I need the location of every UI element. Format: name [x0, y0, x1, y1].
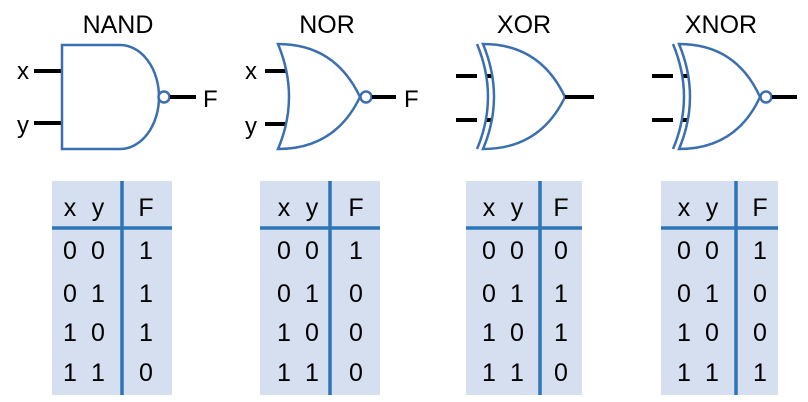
nand-gate: NAND x y F [17, 11, 218, 151]
table-cell: 1 [349, 237, 363, 265]
table-cell: 1 [705, 280, 719, 308]
table-header-x: x [483, 194, 496, 222]
xor-gate: XOR [456, 11, 594, 151]
xor-extra-input-curve [475, 43, 490, 150]
table-cell: 0 [510, 237, 524, 265]
xor-gate-body [481, 42, 567, 151]
table-cell: 1 [63, 359, 77, 387]
xor-title: XOR [497, 11, 551, 39]
table-cell: 1 [277, 359, 291, 387]
table-cell: 0 [139, 359, 153, 387]
table-cell: 1 [677, 319, 691, 347]
table-header-x: x [64, 194, 77, 222]
nor-truth-table: x y F 0 0 1 0 1 0 1 0 0 1 1 0 [260, 181, 380, 395]
truth-table-background [52, 181, 172, 395]
table-cell: 1 [482, 359, 496, 387]
table-cell: 0 [482, 237, 496, 265]
xnor-title: XNOR [685, 11, 757, 39]
nor-gate: NOR x y F [245, 11, 419, 151]
table-cell: 0 [677, 280, 691, 308]
table-cell: 0 [705, 319, 719, 347]
table-cell: 1 [554, 280, 568, 308]
xnor-gate: XNOR [652, 11, 797, 151]
table-cell: 1 [305, 359, 319, 387]
table-cell: 0 [753, 319, 767, 347]
nand-input-y-label: y [17, 112, 29, 139]
truth-table-background [260, 181, 380, 395]
table-cell: 0 [63, 237, 77, 265]
nor-input-x-label: x [245, 58, 257, 85]
table-cell: 0 [482, 280, 496, 308]
table-header-x: x [678, 194, 691, 222]
table-cell: 1 [91, 280, 105, 308]
table-cell: 1 [753, 359, 767, 387]
nand-title: NAND [83, 11, 154, 39]
nand-truth-table: x y F 0 0 1 0 1 1 1 0 1 1 1 0 [52, 181, 172, 395]
table-cell: 1 [482, 319, 496, 347]
table-cell: 0 [349, 280, 363, 308]
nor-input-y-label: y [245, 113, 257, 140]
nand-output-label: F [203, 86, 218, 113]
table-cell: 1 [554, 319, 568, 347]
table-header-y: y [706, 194, 719, 222]
table-header-f: F [138, 194, 153, 222]
table-cell: 0 [91, 237, 105, 265]
table-cell: 0 [305, 319, 319, 347]
table-cell: 0 [277, 280, 291, 308]
nand-gate-body [60, 43, 161, 151]
table-cell: 0 [554, 237, 568, 265]
table-cell: 0 [63, 280, 77, 308]
table-cell: 0 [753, 280, 767, 308]
table-header-y: y [511, 194, 524, 222]
table-cell: 1 [305, 280, 319, 308]
table-cell: 0 [510, 319, 524, 347]
table-cell: 1 [139, 237, 153, 265]
nand-inverter-bubble [157, 90, 171, 104]
table-header-y: y [92, 194, 105, 222]
table-cell: 1 [139, 319, 153, 347]
table-cell: 0 [705, 237, 719, 265]
table-header-x: x [278, 194, 291, 222]
table-cell: 0 [349, 319, 363, 347]
table-cell: 0 [277, 237, 291, 265]
table-cell: 1 [705, 359, 719, 387]
table-header-f: F [752, 194, 767, 222]
truth-table-background [466, 181, 582, 395]
table-header-y: y [306, 194, 319, 222]
nand-input-x-label: x [17, 58, 29, 85]
table-cell: 0 [677, 237, 691, 265]
xnor-extra-input-curve [671, 43, 686, 150]
table-cell: 0 [305, 237, 319, 265]
table-cell: 1 [510, 280, 524, 308]
table-cell: 1 [510, 359, 524, 387]
nor-title: NOR [299, 11, 355, 39]
nor-gate-body [276, 42, 362, 151]
xor-truth-table: x y F 0 0 0 0 1 1 1 0 1 1 1 0 [466, 181, 582, 395]
table-cell: 0 [349, 359, 363, 387]
table-cell: 1 [753, 237, 767, 265]
table-header-f: F [553, 194, 568, 222]
table-cell: 0 [91, 319, 105, 347]
table-header-f: F [348, 194, 363, 222]
table-cell: 1 [91, 359, 105, 387]
table-cell: 1 [277, 319, 291, 347]
xnor-truth-table: x y F 0 0 1 0 1 0 1 0 0 1 1 1 [661, 181, 778, 395]
table-cell: 1 [63, 319, 77, 347]
nor-output-label: F [404, 86, 419, 113]
nor-inverter-bubble [359, 90, 373, 104]
table-cell: 1 [139, 280, 153, 308]
truth-table-background [661, 181, 778, 395]
table-cell: 0 [554, 359, 568, 387]
xnor-gate-body [677, 42, 762, 151]
table-cell: 1 [677, 359, 691, 387]
xnor-inverter-bubble [759, 90, 773, 104]
